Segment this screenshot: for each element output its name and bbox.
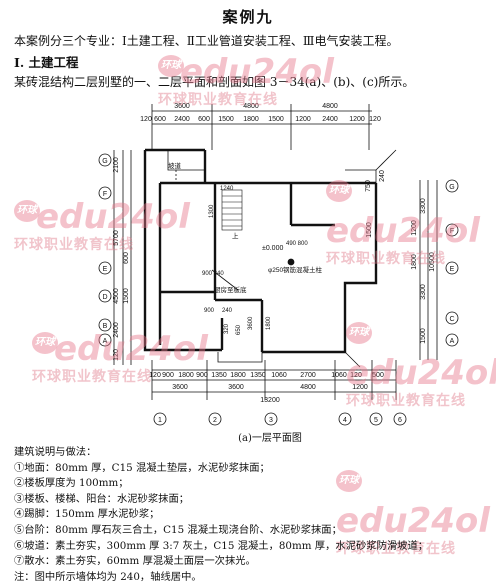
axis-label: 4 <box>343 417 347 424</box>
dim-320: 320 <box>224 323 230 334</box>
case-title: 案例九 <box>222 8 274 26</box>
axis-label: 5 <box>374 417 378 424</box>
top-dim-inner: 600 <box>154 116 166 123</box>
note-item: ③楼板、楼梯、阳台：水泥砂浆抹面； <box>14 492 190 505</box>
bottom-dim-outer: 4800 <box>300 384 316 391</box>
top-dim-inner: 1800 <box>243 116 259 123</box>
axis-label: G <box>449 184 454 191</box>
bottom-dim-inner: 1350 <box>250 372 266 379</box>
bottom-dim-inner: 1060 <box>331 372 347 379</box>
right-dim: 240 <box>379 170 386 182</box>
top-dim-outer: 4800 <box>322 103 338 110</box>
axis-label: 6 <box>398 417 402 424</box>
bottom-dim-inner: 500 <box>372 372 384 379</box>
right-dim: 1500 <box>366 222 373 238</box>
bottom-dim-inner: 1350 <box>211 372 227 379</box>
bottom-dim-inner: 900 <box>162 372 174 379</box>
top-dim-inner: 1200 <box>349 116 365 123</box>
dim-650: 650 <box>236 324 242 335</box>
left-dim: 2100 <box>113 157 120 173</box>
notes-heading: 建筑说明与做法： <box>14 446 97 458</box>
right-dim: 1500 <box>420 328 427 344</box>
note-item: ①地面：80mm 厚，C15 混凝土垫层，水泥砂浆抹面； <box>14 461 270 474</box>
bottom-dim-outer: 3600 <box>228 384 244 391</box>
right-dim: 3300 <box>420 284 427 300</box>
dim-900: 900 <box>204 308 215 314</box>
bottom-dim-inner: 1060 <box>271 372 287 379</box>
top-dim-inner: 600 <box>198 116 210 123</box>
right-dim: 10500 <box>429 252 436 272</box>
note-item: 注：图中所示墙体均为 240，轴线居中。 <box>14 570 202 583</box>
right-dim: 1800 <box>411 254 418 270</box>
ramp-label: 坡道 <box>168 161 182 170</box>
top-dim-inner: 1500 <box>218 116 234 123</box>
dim-1300: 1300 <box>209 204 215 218</box>
left-dim: 600 <box>123 252 130 264</box>
note-item: ⑤台阶：80mm 厚石灰三合土，C15 混凝土现浇台阶、水泥砂浆抹面； <box>14 523 342 536</box>
top-dim-inner: 1500 <box>268 116 284 123</box>
left-dim: 1500 <box>123 288 130 304</box>
axis-label: 2 <box>213 417 217 424</box>
bottom-dim-inner: 900 <box>196 372 208 379</box>
axis-label: 1 <box>158 417 162 424</box>
top-dim-inner: 120 <box>140 116 152 123</box>
top-dim-inner: 2400 <box>322 116 338 123</box>
axis-label: A <box>103 338 108 345</box>
right-dim: 750 <box>365 180 372 192</box>
plan-caption: (a)一层平面图 <box>238 432 302 444</box>
construction-notes: 建筑说明与做法： ①地面：80mm 厚，C15 混凝土垫层，水泥砂浆抹面； ②楼… <box>14 445 492 585</box>
axis-label: F <box>450 228 454 235</box>
bottom-dim-outer: 1200 <box>352 384 368 391</box>
bottom-total-dim: 13200 <box>260 397 280 404</box>
section-heading: Ⅰ. 土建工程 <box>14 55 79 70</box>
note-item: ②楼板厚度为 100mm； <box>14 477 129 490</box>
top-dim-inner: 2400 <box>174 116 190 123</box>
column-label: φ250钢筋混凝土柱 <box>268 265 323 274</box>
stair-up-label: 上 <box>232 231 239 240</box>
bottom-dim-inner: 2700 <box>300 372 316 379</box>
top-dim-outer: 3600 <box>174 103 190 110</box>
bottom-dim-inner: 120 <box>350 372 362 379</box>
axis-label: G <box>102 158 107 165</box>
dim-240: 240 <box>222 308 233 314</box>
dim-1240: 1240 <box>220 186 234 192</box>
hatch-label: 厨房至板底 <box>214 285 247 294</box>
left-dim: 120 <box>113 349 120 361</box>
axis-label: D <box>102 294 107 301</box>
floor-plan-drawing: 3600 4800 4800 120 600 2400 600 1500 180… <box>98 103 459 444</box>
bottom-dim-outer: 3600 <box>172 384 188 391</box>
note-item: ⑥坡道：素土夯实，300mm 厚 3:7 灰土，C15 混凝土，80mm 厚，水… <box>14 539 429 552</box>
right-dim: 3300 <box>420 198 427 214</box>
top-dim-outer: 4800 <box>243 103 259 110</box>
axis-label: A <box>450 338 455 345</box>
left-dim: 4500 <box>113 288 120 304</box>
axis-label: B <box>103 323 108 330</box>
bottom-dim-inner: 1800 <box>178 372 194 379</box>
axis-label: C <box>449 316 454 323</box>
bottom-dim-inner: 120 <box>149 372 161 379</box>
left-dim: 2400 <box>113 322 120 338</box>
axis-label: E <box>450 266 455 273</box>
bottom-dim-inner: 1800 <box>230 372 246 379</box>
axis-label: 3 <box>269 417 273 424</box>
intro-text: 本案例分三个专业：Ⅰ土建工程、Ⅱ工业管道安装工程、Ⅲ电气安装工程。 <box>14 34 399 48</box>
note-item: ⑦散水：素土夯实，60mm 厚混凝土面层一次抹光。 <box>14 555 256 568</box>
note-item: ④踢脚：150mm 厚水泥砂浆； <box>14 508 160 521</box>
axis-label: F <box>103 191 107 198</box>
level-mark: ±0.000 <box>262 245 283 252</box>
top-dim-inner: 1200 <box>295 116 311 123</box>
dim-3600: 3600 <box>248 316 254 330</box>
right-dim: 1200 <box>411 220 418 236</box>
dim-490-800: 490 800 <box>286 241 308 247</box>
axis-label: E <box>103 266 108 273</box>
left-dim: 5700 <box>113 230 120 246</box>
top-dim-inner: 120 <box>369 116 381 123</box>
dim-1800: 1800 <box>266 316 272 330</box>
drawing-description: 某砖混结构二层别墅的一、二层平面和剖面如图 3－34(a)、(b)、(c)所示。 <box>14 75 415 89</box>
dim-900-240: 900 240 <box>202 271 224 277</box>
